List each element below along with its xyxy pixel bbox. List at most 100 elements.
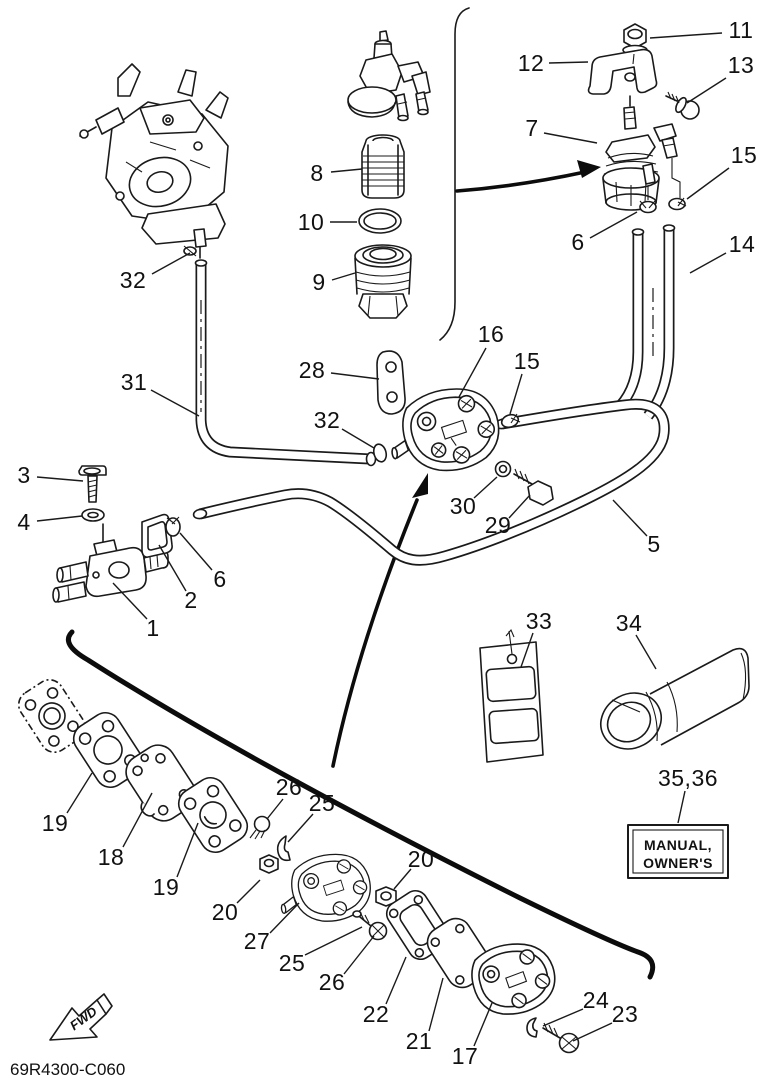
bolt-29: [513, 468, 554, 506]
callout-leader-19: [66, 772, 93, 814]
callout-label-2: 2: [184, 587, 197, 613]
callout-leader-14: [689, 252, 727, 274]
callout-label-22: 22: [363, 1001, 390, 1027]
callout-leader-15: [686, 167, 730, 200]
callout-leader-6: [179, 532, 213, 571]
callout-leader-17: [473, 1002, 493, 1047]
manual-label-line1: MANUAL,: [644, 837, 712, 853]
o-ring-10: [358, 208, 402, 234]
fuel-pump-16: [391, 388, 500, 472]
callout-leader-27: [269, 902, 300, 934]
callout-label-21: 21: [406, 1028, 433, 1054]
callout-label-13: 13: [728, 52, 755, 78]
washer-30: [494, 460, 512, 478]
callout-leader-3: [36, 476, 84, 482]
callout-label-19: 19: [153, 874, 180, 900]
tag-33: [479, 628, 544, 763]
callout-leader-2: [158, 544, 187, 592]
hose-14: [615, 224, 676, 420]
callout-label-35,36: 35,36: [658, 765, 718, 791]
callout-label-26: 26: [276, 774, 303, 800]
callout-label-23: 23: [612, 1001, 639, 1027]
callout-leader-29: [508, 494, 531, 519]
callout-label-31: 31: [121, 369, 148, 395]
callout-label-20: 20: [408, 846, 435, 872]
callout-leader-33: [520, 632, 534, 668]
callout-leader-28: [330, 372, 380, 380]
callout-leader-31: [150, 389, 200, 417]
callout-label-15: 15: [731, 142, 758, 168]
callout-label-30: 30: [450, 493, 477, 519]
callout-label-28: 28: [299, 357, 326, 383]
callout-leader-20: [393, 868, 412, 890]
callout-label-33: 33: [526, 608, 553, 634]
callout-leader-13: [686, 77, 727, 104]
manual-label-line2: OWNER'S: [643, 855, 713, 871]
gasket-19-third: [177, 776, 249, 854]
callout-leader-34: [635, 634, 657, 670]
callout-label-6: 6: [213, 566, 226, 592]
callout-label-27: 27: [244, 928, 271, 954]
callout-label-26: 26: [319, 969, 346, 995]
callout-label-11: 11: [729, 17, 754, 43]
callout-label-5: 5: [647, 531, 660, 557]
callout-label-18: 18: [98, 844, 125, 870]
callout-label-17: 17: [452, 1043, 479, 1069]
owners-manual-box: MANUAL, OWNER'S: [627, 824, 729, 879]
callout-label-15: 15: [514, 348, 541, 374]
gasket-19-first: [17, 678, 87, 754]
clip-6-left: [165, 516, 181, 537]
callout-label-14: 14: [729, 231, 756, 257]
callout-label-10: 10: [298, 209, 325, 235]
callout-leader-12: [548, 61, 589, 64]
callout-label-9: 9: [312, 269, 325, 295]
pump-pointer-arrow: [331, 473, 428, 768]
callout-label-24: 24: [583, 987, 610, 1013]
callout-leader-32: [341, 428, 375, 449]
nut-20-right: [375, 886, 397, 907]
clip-25-upper: [276, 835, 291, 862]
callout-leader-18: [122, 792, 153, 848]
callout-label-25: 25: [309, 790, 336, 816]
callout-label-7: 7: [525, 115, 538, 141]
gasket-2: [141, 513, 173, 558]
callout-leader-15: [509, 373, 523, 415]
callout-leader-6: [589, 211, 638, 239]
clip-6-right: [639, 200, 657, 214]
callout-leader-23: [572, 1022, 613, 1042]
filter-pointer-arrow: [455, 160, 601, 193]
screw-26-lower: [352, 910, 388, 941]
o-ring-32-mid: [372, 443, 388, 463]
callout-label-34: 34: [616, 610, 643, 636]
filter-cup-9: [354, 244, 412, 319]
callout-label-4: 4: [17, 509, 30, 535]
callout-leader-25: [304, 926, 363, 956]
callout-leader-32: [151, 252, 191, 275]
callout-leader-30: [473, 476, 498, 499]
callout-leader-9: [331, 272, 356, 281]
callout-leader-35,36: [677, 790, 686, 824]
figure-code: 69R4300-C060: [10, 1060, 125, 1079]
group-separator-curve: [66, 629, 656, 980]
callout-leader-1: [112, 582, 148, 620]
screw-26-upper: [249, 815, 271, 840]
callout-leader-21: [428, 977, 444, 1032]
callout-leader-11: [649, 32, 723, 39]
callout-leader-26: [266, 798, 284, 820]
callout-label-20: 20: [212, 899, 239, 925]
callout-leader-7: [543, 132, 598, 144]
callout-leader-22: [385, 956, 407, 1005]
panel-divider-line: [439, 7, 470, 341]
bolt-13: [665, 91, 700, 120]
callout-leader-20: [236, 879, 261, 904]
callout-label-3: 3: [17, 462, 30, 488]
callout-label-29: 29: [485, 512, 512, 538]
hose-31: [194, 259, 377, 467]
callout-leader-5: [612, 499, 648, 537]
callout-leader-25: [287, 813, 314, 843]
clip-15-right: [668, 197, 687, 211]
callout-label-32: 32: [314, 407, 341, 433]
